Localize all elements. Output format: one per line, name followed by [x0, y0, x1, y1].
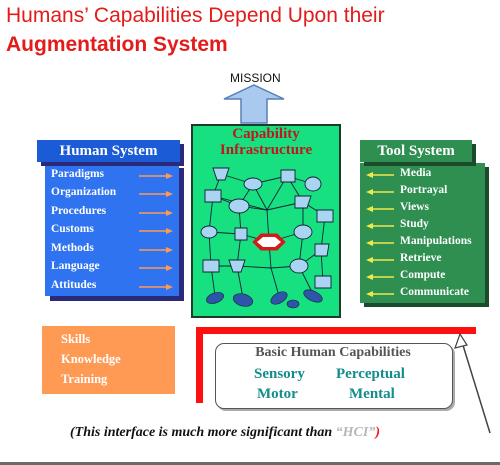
- tool-item-retrieve: Retrieve: [400, 252, 442, 264]
- left-arrow-icon: [366, 257, 394, 263]
- interface-bracket-top: [196, 327, 476, 334]
- left-arrow-icon: [366, 206, 394, 212]
- human-item-procedures: Procedures: [51, 205, 107, 217]
- capability-motor: Motor: [257, 386, 298, 402]
- capability-mental: Mental: [349, 386, 395, 402]
- footer-suffix: ): [375, 425, 380, 440]
- tool-item-compute: Compute: [400, 269, 446, 281]
- pointer-arrow-icon: [454, 332, 491, 434]
- right-arrow-icon: [139, 173, 173, 179]
- capability-sensory: Sensory: [254, 366, 305, 382]
- footer-hci: “HCI”: [335, 425, 376, 440]
- left-arrow-icon: [366, 172, 394, 178]
- right-arrow-icon: [139, 284, 173, 290]
- capability-infrastructure-title: Capability Infrastructure: [191, 126, 341, 158]
- left-arrow-icon: [366, 240, 394, 246]
- tool-item-study: Study: [400, 218, 429, 230]
- human-system-title: Human System: [37, 140, 180, 162]
- tool-item-manipulations: Manipulations: [400, 235, 472, 247]
- training-item: Training: [61, 372, 108, 386]
- right-arrow-icon: [139, 191, 173, 197]
- skills-panel: Skills Knowledge Training: [42, 326, 175, 394]
- right-arrow-icon: [139, 247, 173, 253]
- capability-title-line-2: Infrastructure: [219, 142, 313, 158]
- mission-arrow-icon: [223, 84, 285, 124]
- tool-item-portrayal: Portrayal: [400, 184, 448, 196]
- bottom-rule: [0, 462, 500, 465]
- title-line-2: Augmentation System: [6, 33, 228, 56]
- right-arrow-icon: [139, 265, 173, 271]
- mission-label: MISSION: [230, 71, 281, 85]
- basic-capabilities-panel: Sensory Perceptual Motor Mental: [215, 343, 453, 409]
- capability-title-line-1: Capability: [232, 126, 300, 142]
- title-line-1: Humans’ Capabilities Depend Upon their: [6, 4, 385, 27]
- human-system-panel: Paradigms Organization Procedures Custom…: [45, 163, 179, 296]
- tool-system-title: Tool System: [360, 140, 472, 162]
- tool-system-panel: Media Portrayal Views Study Manipulation…: [360, 163, 485, 303]
- human-item-language: Language: [51, 260, 100, 272]
- tool-item-views: Views: [400, 201, 429, 213]
- capability-network-graph: [200, 167, 334, 309]
- left-arrow-icon: [366, 189, 394, 195]
- footer-prefix: (This interface is much more significant…: [70, 425, 336, 440]
- tool-item-media: Media: [400, 167, 432, 179]
- human-item-paradigms: Paradigms: [51, 168, 105, 180]
- interface-bracket-left: [196, 327, 203, 403]
- footer-note: (This interface is much more significant…: [70, 425, 380, 441]
- human-item-attitudes: Attitudes: [51, 279, 97, 291]
- human-item-customs: Customs: [51, 223, 94, 235]
- capability-perceptual: Perceptual: [336, 366, 405, 382]
- basic-capabilities-title: Basic Human Capabilities: [255, 345, 411, 360]
- left-arrow-icon: [366, 274, 394, 280]
- left-arrow-icon: [366, 223, 394, 229]
- tool-item-communicate: Communicate: [400, 286, 469, 298]
- skills-item: Skills: [61, 332, 91, 346]
- right-arrow-icon: [139, 210, 173, 216]
- right-arrow-icon: [139, 228, 173, 234]
- knowledge-item: Knowledge: [61, 352, 121, 366]
- left-arrow-icon: [366, 291, 394, 297]
- human-item-methods: Methods: [51, 242, 94, 254]
- human-item-organization: Organization: [51, 186, 117, 198]
